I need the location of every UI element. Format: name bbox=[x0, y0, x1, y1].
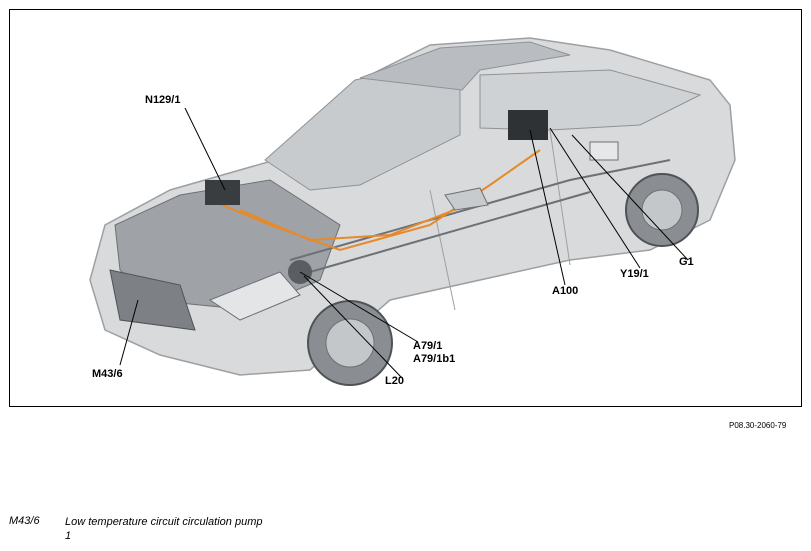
car-cutaway-illustration bbox=[89, 37, 736, 386]
windscreen-glass bbox=[264, 57, 461, 191]
callout-l20: L20 bbox=[385, 375, 404, 387]
callout-a100: A100 bbox=[552, 285, 579, 297]
callout-a79-1b1: A79/1b1 bbox=[413, 353, 456, 365]
a100-unit bbox=[508, 110, 548, 140]
leader-lines bbox=[119, 107, 689, 379]
side-mirror bbox=[444, 187, 489, 211]
door-outline bbox=[429, 129, 571, 311]
callout-n129-1: N129/1 bbox=[145, 94, 181, 106]
callout-g1: G1 bbox=[679, 256, 694, 268]
callout-a79-1: A79/1 bbox=[413, 340, 443, 352]
legend-description: Low temperature circuit circulation pump… bbox=[65, 516, 263, 542]
headlight bbox=[208, 271, 301, 321]
callout-m43-6: M43/6 bbox=[92, 368, 123, 380]
figure-code: P08.30-2060-79 bbox=[729, 421, 787, 430]
figure-frame: N129/1 A100 Y19/1 G1 A79/1 A79/1b1 L20 M… bbox=[9, 9, 802, 407]
front-grille bbox=[109, 269, 196, 331]
legend-code: M43/6 bbox=[9, 515, 40, 527]
g1-battery bbox=[589, 141, 619, 161]
coolant-line bbox=[209, 149, 541, 252]
roof-glass bbox=[359, 41, 571, 91]
callout-y19-1: Y19/1 bbox=[620, 268, 649, 280]
underfloor-lines bbox=[289, 159, 671, 273]
